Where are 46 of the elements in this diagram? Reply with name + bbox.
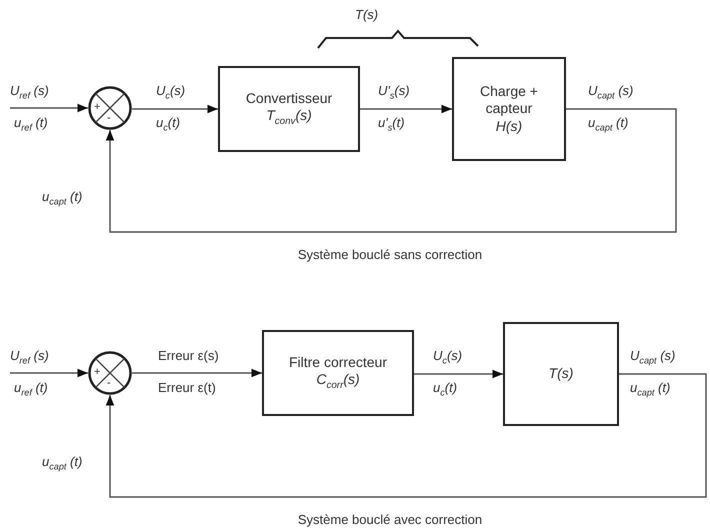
signal-label: U$_{ref}$ (s): [10, 84, 49, 101]
signal-label: u$_{c}$(t): [156, 116, 180, 133]
arrow: [414, 370, 503, 378]
arrow: [132, 104, 218, 114]
arrow: [10, 368, 88, 378]
signal-label: u$_{capt}$ (t): [42, 190, 82, 207]
transfer-function: H(s): [496, 118, 522, 136]
transfer-function: T(s): [548, 365, 574, 383]
signal-label: U$_{c}$(s): [433, 349, 462, 366]
signal-label: U$_{c}$(s): [156, 84, 186, 101]
arrow: [106, 373, 707, 498]
signal-label: u$_{capt}$ (t): [588, 116, 628, 133]
signal-label: U$_{capt}$ (s): [630, 349, 676, 366]
signal-label: u$_{ref}$ (t): [14, 116, 48, 133]
signal-label: Erreur ε(s): [158, 349, 219, 362]
arrow: [132, 368, 262, 378]
signal-label: T(s): [355, 8, 378, 21]
summing-junction: [88, 86, 132, 130]
signal-label: U'$_{s}$(s): [378, 84, 410, 101]
signal-label: u$_{ref}$ (t): [14, 381, 48, 398]
caption: Système bouclé sans correction: [298, 248, 482, 261]
sign: +: [94, 102, 100, 113]
block-title: Convertisseur: [246, 90, 332, 108]
block-title: Filtre correcteur: [288, 354, 388, 372]
block-title: Charge + capteur: [479, 82, 539, 118]
caption: Système bouclé avec correction: [298, 513, 482, 526]
sign: +: [94, 367, 100, 378]
signal-label: u'$_{s}$(t): [378, 116, 405, 133]
sign: -: [107, 113, 111, 124]
signal-label: U$_{ref}$ (s): [10, 349, 49, 366]
signal-label: u$_{c}$(t): [433, 381, 458, 398]
arrow: [360, 104, 452, 114]
block-box: [218, 66, 360, 152]
signal-label: u$_{capt}$ (t): [42, 455, 82, 472]
summing-junction: [88, 351, 132, 395]
signal-label: u$_{capt}$ (t): [630, 381, 670, 398]
signal-label: Erreur ε(t): [158, 381, 216, 394]
block-box: [262, 330, 414, 416]
transfer-function: T$_{conv}$(s): [266, 107, 312, 128]
transfer-function: C$_{corr}$(s): [316, 371, 360, 392]
block-box: [503, 322, 619, 426]
block-box: [452, 57, 566, 161]
arrow: [10, 104, 88, 112]
sign: -: [107, 378, 111, 389]
signal-label: U$_{capt}$ (s): [588, 84, 634, 101]
arrow: [106, 108, 677, 233]
